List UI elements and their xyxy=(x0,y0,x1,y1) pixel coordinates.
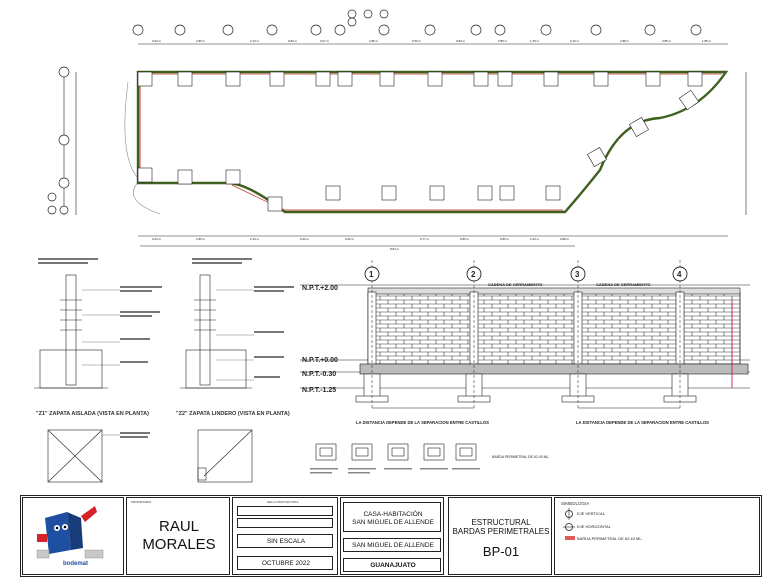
legend-vertical-axis: EJE VERTICAL xyxy=(577,511,605,516)
axis-2-label: 2 xyxy=(471,270,476,279)
city-value: SAN MIGUEL DE ALLENDE xyxy=(352,542,434,549)
logo-box: bodemat xyxy=(22,497,124,575)
svg-text:2.10 m: 2.10 m xyxy=(250,237,260,241)
svg-text:0.84 m: 0.84 m xyxy=(456,39,466,43)
stamp-field-1 xyxy=(237,506,333,516)
project-line2: SAN MIGUEL DE ALLENDE xyxy=(352,519,434,526)
svg-text:0.85 m: 0.85 m xyxy=(498,39,508,43)
z2-caption: "Z2" ZAPATA LINDERO (VISTA EN PLANTA) xyxy=(176,411,290,417)
svg-text:1.85 m: 1.85 m xyxy=(702,39,712,43)
svg-text:0.85 m: 0.85 m xyxy=(500,237,510,241)
sheet-number: BP-01 xyxy=(482,544,520,559)
bodemat-logo xyxy=(36,506,104,559)
logo-text: bodemat xyxy=(63,561,89,567)
svg-text:0.50 m: 0.50 m xyxy=(345,237,355,241)
cadena-label-2: CADENA DE CERRAMIENTO xyxy=(596,282,651,287)
legend-perimeter-wall: BARDA PERIMETRAL DE 62.40 ML. xyxy=(577,536,643,541)
state-field: GUANAJUATO xyxy=(343,558,441,572)
owner-box: PROPIETARIO RAUL MORALES xyxy=(126,497,230,575)
svg-text:2.85 m: 2.85 m xyxy=(196,39,206,43)
plan-line2: BARDAS PERIMETRALES xyxy=(452,527,550,536)
axis-1-label: 1 xyxy=(369,270,374,279)
svg-text:N.P.T.+0.00: N.P.T.+0.00 xyxy=(302,357,338,364)
svg-text:0.07 m: 0.07 m xyxy=(320,39,330,43)
plan-view: 0.03 m 2.85 m 2.10 m 0.82 m 0.07 m 2.85 m 0.… xyxy=(47,9,747,250)
svg-text:1.25 m: 1.25 m xyxy=(530,39,540,43)
svg-text:0.03 m: 0.03 m xyxy=(152,237,162,241)
spacing-note-right: LA DISTANCIA DEPENDE DE LA SEPARACION EN… xyxy=(576,420,709,425)
legend-symbols xyxy=(563,508,575,540)
svg-text:0.77 m: 0.77 m xyxy=(420,237,430,241)
svg-text:1.00 m: 1.00 m xyxy=(530,237,540,241)
state-value: GUANAJUATO xyxy=(370,562,416,569)
legend-box: SIMBOLOGIA EJE VERTICAL EJE HORIZONTAL B… xyxy=(554,497,760,575)
scale-value: SIN ESCALA xyxy=(266,538,306,545)
column-sections xyxy=(310,443,480,474)
svg-text:0.85 m: 0.85 m xyxy=(460,237,470,241)
svg-text:0.56 m: 0.56 m xyxy=(412,39,422,43)
svg-text:2.10 m: 2.10 m xyxy=(250,39,260,43)
svg-text:2.85 m: 2.85 m xyxy=(369,39,379,43)
svg-text:2.85 m: 2.85 m xyxy=(196,237,206,241)
svg-text:0.85 m: 0.85 m xyxy=(662,39,672,43)
legend-horizontal-axis: EJE HORIZONTAL xyxy=(577,524,611,529)
date-value: OCTUBRE 2022 xyxy=(261,560,311,567)
svg-text:2.88 m: 2.88 m xyxy=(620,39,630,43)
plan-line1: ESTRUCTURAL xyxy=(471,518,531,527)
svg-text:0.10 m: 0.10 m xyxy=(570,39,580,43)
barda-note: BARDA PERIMETRAL DE 62.40 ML. xyxy=(492,455,550,459)
owner-name-line1: RAUL xyxy=(158,518,199,535)
plan-box: ESTRUCTURAL BARDAS PERIMETRALES BP-01 xyxy=(448,497,552,575)
spacing-note-left: LA DISTANCIA DEPENDE DE LA SEPARACION EN… xyxy=(356,420,489,425)
date-field: OCTUBRE 2022 xyxy=(237,556,333,570)
svg-text:N.P.T.+2.00: N.P.T.+2.00 xyxy=(302,285,338,292)
svg-text:0.88 m: 0.88 m xyxy=(560,237,570,241)
svg-text:N.P.T.-1.25: N.P.T.-1.25 xyxy=(302,387,336,394)
legend-title: SIMBOLOGIA xyxy=(561,501,590,506)
svg-text:2.00 m: 2.00 m xyxy=(300,237,310,241)
footing-details xyxy=(34,258,294,483)
scale-field: SIN ESCALA xyxy=(237,534,333,548)
cadena-label-1: CADENA DE CERRAMIENTO xyxy=(488,282,543,287)
svg-text:8.84 m: 8.84 m xyxy=(390,247,400,250)
owner-name-line2: MORALES xyxy=(142,536,216,553)
svg-text:0.03 m: 0.03 m xyxy=(152,39,162,43)
project-line1: CASA-HABITACIÓN xyxy=(363,511,423,518)
axis-4-label: 4 xyxy=(677,270,682,279)
info-box: SELLO PROYECTISTA SIN ESCALA OCTUBRE 202… xyxy=(232,497,338,575)
project-box: CASA-HABITACIÓN SAN MIGUEL DE ALLENDE SA… xyxy=(340,497,444,575)
city-field: SAN MIGUEL DE ALLENDE xyxy=(343,538,441,552)
svg-text:N.P.T.-0.30: N.P.T.-0.30 xyxy=(302,371,336,378)
stamp-field-2 xyxy=(237,518,333,528)
axis-3-label: 3 xyxy=(575,270,580,279)
project-name-field: CASA-HABITACIÓN SAN MIGUEL DE ALLENDE xyxy=(343,502,441,532)
wall-elevation: N.P.T.+2.00 N.P.T.+0.00 N.P.T.-0.30 N.P.… xyxy=(300,260,750,410)
svg-text:0.82 m: 0.82 m xyxy=(288,39,298,43)
z1-caption: "Z1" ZAPATA AISLADA (VISTA EN PLANTA) xyxy=(36,411,149,417)
